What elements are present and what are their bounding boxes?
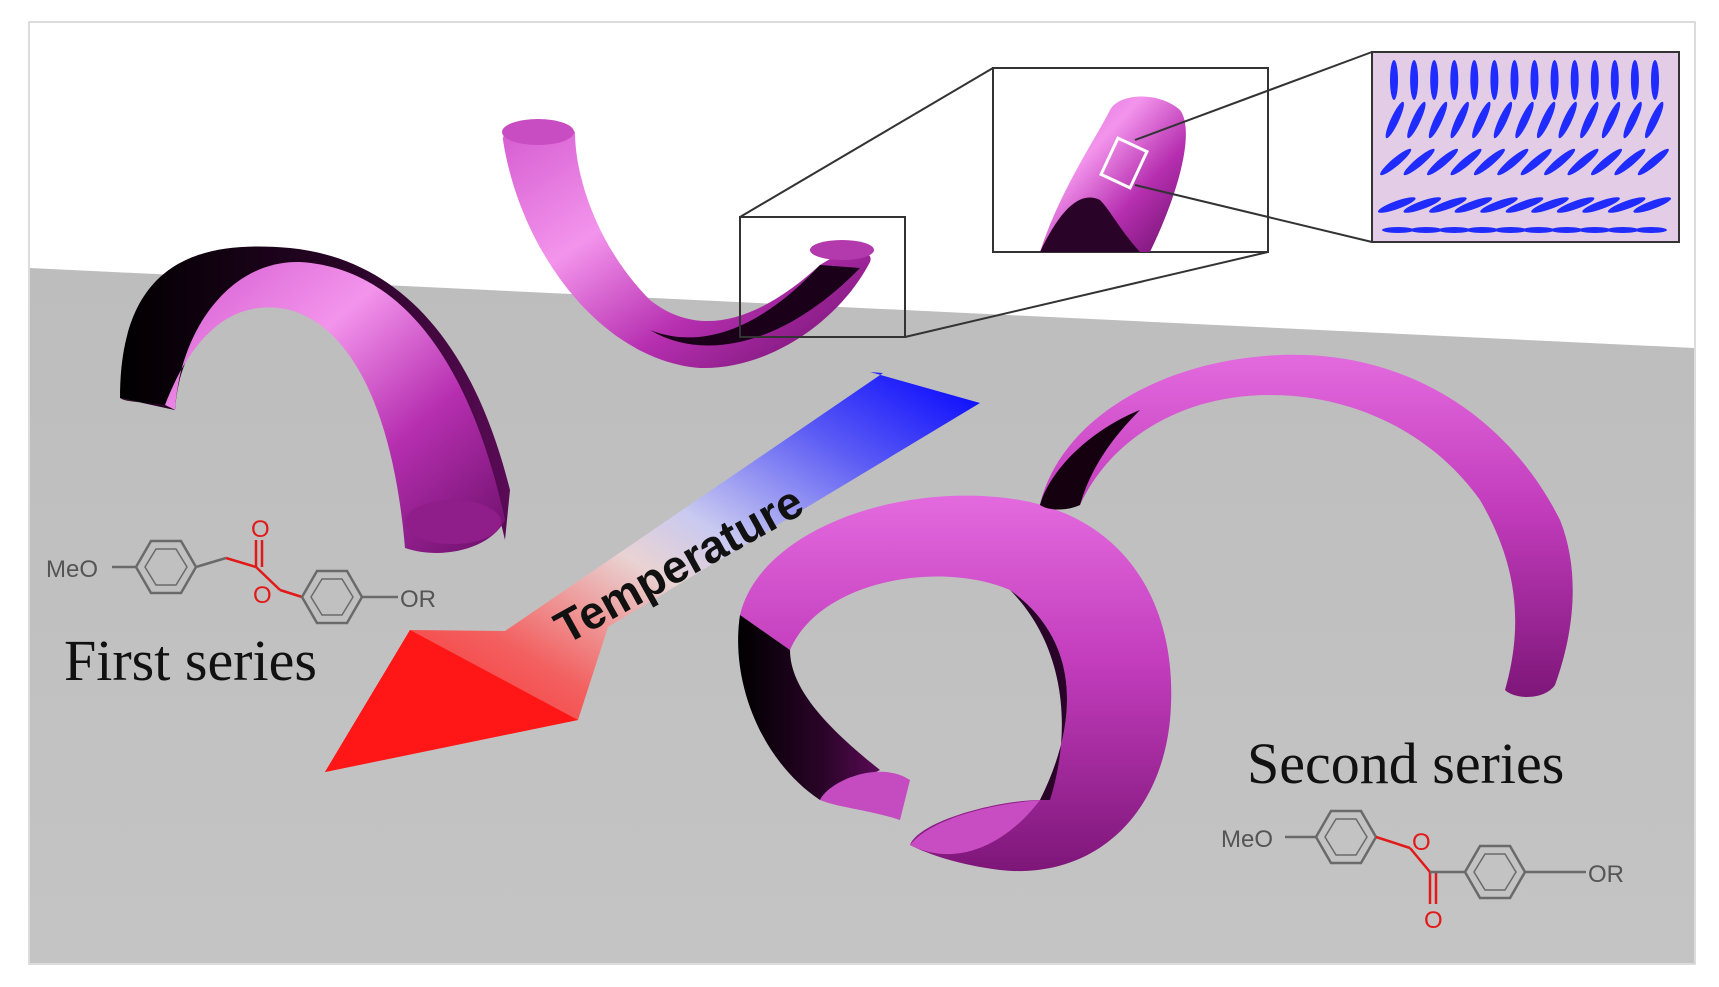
mesogen-molecule: [1450, 148, 1482, 176]
second-molecule-or: OR: [1588, 861, 1624, 888]
mesogen-molecule: [1607, 197, 1646, 213]
mesogen-molecule: [1466, 227, 1499, 233]
zoom-box-medium: [992, 67, 1269, 253]
mesogen-molecule: [1522, 227, 1555, 233]
mesogen-molecule: [1403, 197, 1442, 213]
mesogen-molecule: [1382, 227, 1414, 233]
mesogen-molecule: [1530, 60, 1539, 100]
mesogen-molecule: [1614, 148, 1646, 176]
mesogen-molecule: [1590, 60, 1599, 100]
mesogen-molecule: [1470, 60, 1479, 100]
mesogen-molecule: [1550, 227, 1583, 233]
mesogen-molecule: [1410, 60, 1419, 100]
mesogen-molecule: [1610, 60, 1619, 100]
mesogen-alignment-panel: [1371, 51, 1680, 243]
mesogen-molecule: [1473, 148, 1505, 176]
mesogen-molecule: [1428, 101, 1448, 139]
first-molecule-meo: MeO: [46, 556, 98, 583]
mesogen-molecule: [1490, 60, 1499, 100]
mesogen-molecule: [1380, 148, 1412, 176]
temperature-arrow: [325, 372, 980, 772]
first-series-label: First series: [64, 628, 317, 693]
mesogen-molecule: [1582, 197, 1620, 213]
zoom-connector-inner-top: [1134, 51, 1373, 141]
mesogen-molecule: [1590, 148, 1623, 176]
second-molecule-ester-o: O: [1412, 829, 1431, 856]
first-molecule-ester-o: O: [253, 582, 272, 609]
mesogen-molecule: [1377, 197, 1416, 213]
molecule-second-series: [1285, 809, 1586, 904]
mesogen-molecule: [1556, 197, 1595, 213]
ribbon-u-shape: [502, 119, 874, 369]
mesogen-molecule: [1536, 101, 1556, 139]
mesogen-molecule: [1505, 197, 1544, 213]
mesogen-molecule: [1550, 60, 1559, 100]
ribbon-left-arch: [120, 246, 510, 553]
mesogen-molecule: [1637, 148, 1669, 176]
zoom-connector-inner-bottom: [1134, 184, 1373, 243]
mesogen-molecule: [1450, 101, 1469, 139]
mesogen-molecule: [1651, 60, 1659, 100]
mesogen-molecule: [1472, 101, 1491, 139]
mesogen-molecule: [1403, 148, 1435, 176]
first-molecule-carbonyl-o: O: [251, 516, 270, 543]
mesogen-molecule: [1606, 227, 1639, 233]
mesogen-molecule: [1633, 197, 1672, 213]
mesogen-molecule: [1454, 197, 1493, 213]
mesogen-molecule: [1567, 148, 1599, 176]
floor-plane: [30, 268, 1694, 963]
first-molecule-or: OR: [400, 586, 436, 613]
mesogen-molecule: [1601, 101, 1621, 139]
second-molecule-carbonyl-o: O: [1424, 907, 1443, 934]
mesogen-molecule: [1570, 60, 1579, 100]
mesogen-molecule: [1510, 60, 1519, 100]
mesogen-molecule: [1407, 101, 1426, 139]
mesogen-molecule: [1390, 60, 1398, 100]
mesogen-molecule: [1480, 197, 1518, 213]
mesogen-molecule: [1450, 60, 1459, 100]
mesogen-molecule: [1430, 60, 1439, 100]
mesogen-molecule: [1645, 101, 1664, 139]
mesogen-molecule: [1580, 101, 1599, 139]
mesogen-molecule: [1558, 101, 1577, 139]
second-series-label: Second series: [1247, 731, 1564, 796]
mesogen-molecule: [1385, 101, 1404, 139]
mesogen-molecule: [1630, 60, 1639, 100]
mesogen-molecule: [1578, 227, 1611, 233]
mesogen-molecule: [1494, 227, 1527, 233]
mesogen-molecule: [1426, 148, 1459, 176]
zoom-box-small: [739, 216, 906, 338]
mesogen-molecule: [1438, 227, 1471, 233]
ribbon-right-arch: [1040, 354, 1573, 697]
mesogen-molecule: [1531, 197, 1569, 213]
mesogen-molecule: [1515, 101, 1534, 139]
mesogen-molecule: [1497, 148, 1529, 176]
mesogen-molecule: [1493, 101, 1513, 139]
mesogen-molecule: [1623, 101, 1642, 139]
second-molecule-meo: MeO: [1221, 826, 1273, 853]
zoom-connector-top: [739, 67, 994, 218]
ribbon-c-ring: [738, 495, 1172, 872]
mesogen-molecule: [1410, 227, 1443, 233]
molecule-first-series: [112, 539, 398, 625]
mesogen-molecule: [1635, 227, 1667, 233]
mesogen-molecule: [1544, 148, 1576, 176]
zoom-connector-bottom: [904, 251, 1269, 338]
mesogen-molecule: [1429, 197, 1467, 213]
mesogen-molecule: [1520, 148, 1552, 176]
